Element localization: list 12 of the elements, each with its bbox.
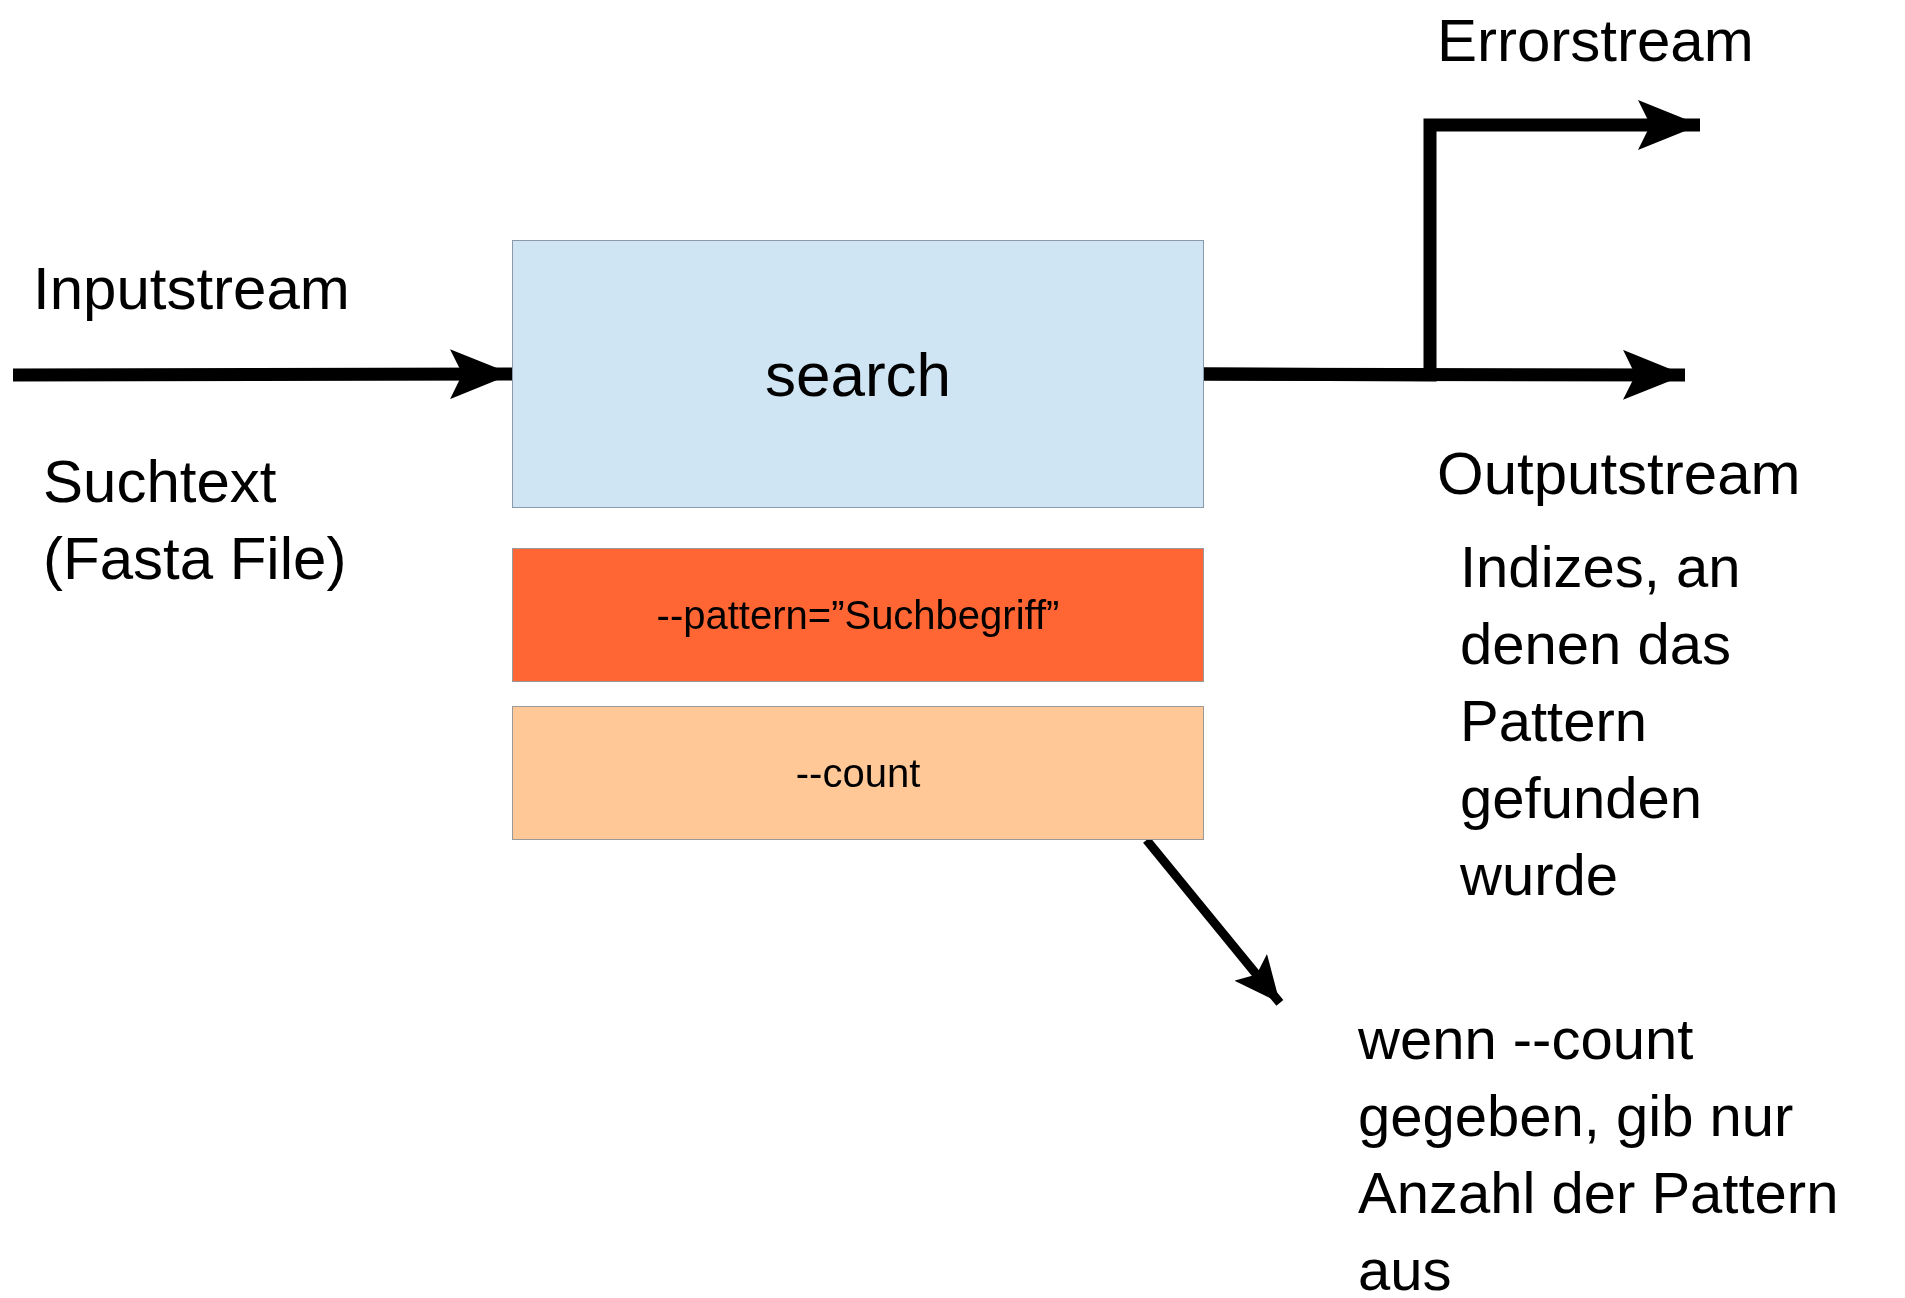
description-text: Indizes, an denen das Pattern gefunden wurde [1460, 533, 1742, 909]
arrow [1203, 100, 1700, 382]
option-box: --pattern=”Suchbegriff” [512, 548, 1204, 682]
arrow [13, 349, 512, 400]
edge-label: Outputstream [1437, 439, 1801, 509]
option-box: --count [512, 706, 1204, 840]
description-text: Suchtext (Fasta File) [43, 447, 348, 594]
edge-label: Inputstream [33, 254, 350, 324]
edge-label: Errorstream [1437, 6, 1754, 76]
arrow [1204, 349, 1685, 400]
process-box: search [512, 240, 1204, 508]
note-text: wenn --count gegeben, gib nur Anzahl der Pattern aus [1278, 1000, 1898, 1296]
